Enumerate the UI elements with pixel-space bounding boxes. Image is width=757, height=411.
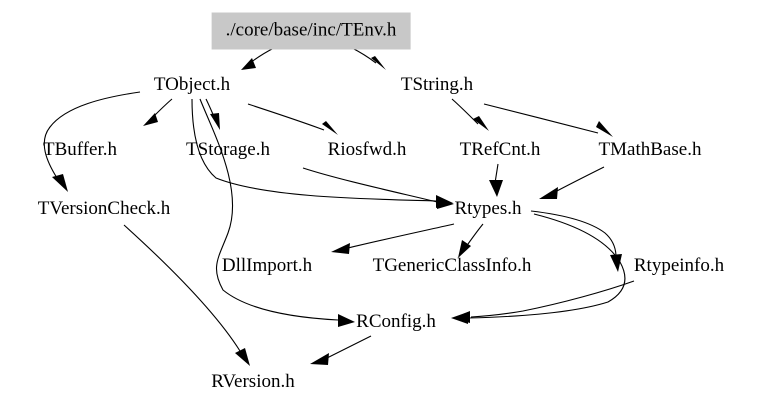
edge-tmathbase-to-rtypes bbox=[539, 166, 605, 199]
node-label: RVersion.h bbox=[211, 371, 295, 392]
node-label: ./core/base/inc/TEnv.h bbox=[225, 19, 397, 41]
edge-tobject-to-rconfig bbox=[199, 98, 355, 327]
edge-rtypes-to-dllimport bbox=[331, 223, 455, 254]
edge-tobject-to-riosfwd bbox=[247, 103, 338, 135]
edge-tobject-to-tbuffer bbox=[143, 98, 173, 126]
edge-tobject-to-tstorage bbox=[205, 98, 220, 130]
edge-rtypes-to-tgenericclassinfo bbox=[458, 223, 484, 258]
node-tstorage[interactable]: TStorage.h bbox=[186, 139, 270, 161]
node-rtypes[interactable]: Rtypes.h bbox=[454, 198, 521, 220]
node-rversion[interactable]: RVersion.h bbox=[211, 371, 294, 393]
edge-rtypeinfo-to-rconfig bbox=[453, 280, 635, 323]
node-tversioncheck[interactable]: TVersionCheck.h bbox=[38, 198, 170, 220]
node-label: TGenericClassInfo.h bbox=[372, 255, 532, 276]
edge-tobject-to-tversioncheck bbox=[43, 91, 141, 192]
edge-rconfig-to-rversion bbox=[310, 335, 372, 365]
node-rconfig[interactable]: RConfig.h bbox=[356, 311, 436, 333]
node-label: TObject.h bbox=[153, 74, 231, 95]
edge-tenv-to-tstring bbox=[351, 47, 386, 70]
node-label: TBuffer.h bbox=[42, 139, 118, 160]
node-tobject[interactable]: TObject.h bbox=[154, 74, 230, 96]
node-tstring[interactable]: TString.h bbox=[401, 74, 473, 96]
node-tmathbase[interactable]: TMathBase.h bbox=[599, 139, 702, 161]
node-label: Riosfwd.h bbox=[327, 139, 407, 160]
node-label: TVersionCheck.h bbox=[37, 198, 171, 219]
node-tenv[interactable]: ./core/base/inc/TEnv.h bbox=[211, 12, 411, 50]
edge-riosfwd-to-rtypes bbox=[302, 167, 454, 209]
node-label: DllImport.h bbox=[221, 255, 313, 276]
node-rtypeinfo[interactable]: Rtypeinfo.h bbox=[634, 255, 724, 277]
edge-rtypes-to-rtypeinfo bbox=[530, 210, 622, 272]
node-tgenericclassinfo[interactable]: TGenericClassInfo.h bbox=[373, 255, 532, 277]
node-label: RConfig.h bbox=[356, 311, 436, 332]
node-label: TString.h bbox=[400, 74, 474, 95]
edge-tstring-to-trefcnt bbox=[451, 98, 489, 131]
edge-tversioncheck-to-rversion bbox=[123, 224, 250, 366]
edge-trefcnt-to-rtypes bbox=[489, 163, 503, 197]
node-label: Rtypes.h bbox=[454, 198, 522, 219]
edge-tenv-to-tobject bbox=[241, 47, 275, 70]
node-riosfwd[interactable]: Riosfwd.h bbox=[328, 139, 407, 161]
node-dllimport[interactable]: DllImport.h bbox=[222, 255, 312, 277]
node-trefcnt[interactable]: TRefCnt.h bbox=[460, 139, 541, 161]
node-label: TMathBase.h bbox=[598, 139, 702, 160]
node-label: TRefCnt.h bbox=[459, 139, 541, 160]
node-label: Rtypeinfo.h bbox=[633, 255, 725, 276]
edge-tstring-to-tmathbase bbox=[483, 103, 613, 137]
node-label: TStorage.h bbox=[186, 139, 270, 160]
node-tbuffer[interactable]: TBuffer.h bbox=[43, 139, 117, 161]
